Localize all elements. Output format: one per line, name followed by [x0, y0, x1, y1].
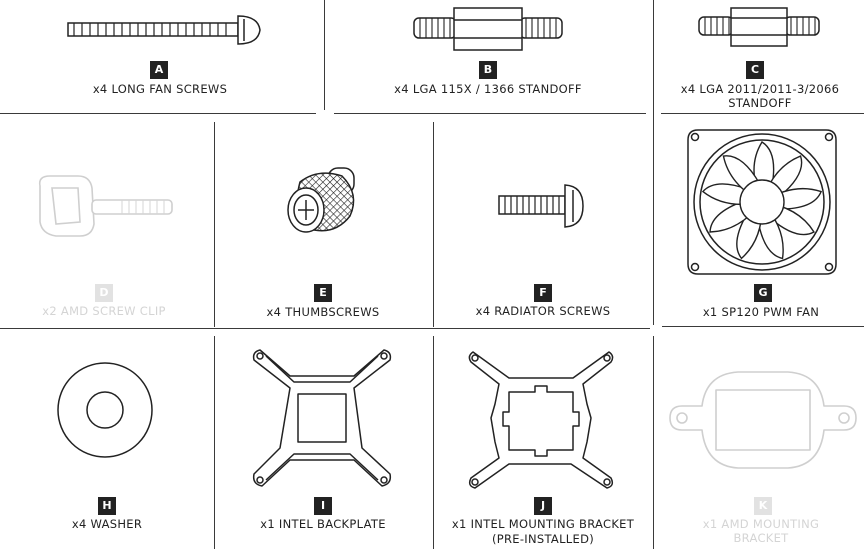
- divider-v4: [433, 122, 434, 327]
- item-letter-badge: D: [95, 284, 113, 302]
- item-letter-badge: A: [150, 61, 168, 79]
- item-letter-badge: F: [534, 284, 552, 302]
- thumbscrew-icon: [287, 167, 355, 233]
- item-letter-badge: I: [314, 497, 332, 515]
- item-caption: x4 RADIATOR SCREWS: [475, 304, 611, 318]
- standoff-icon: [413, 7, 563, 51]
- divider-h1c: [661, 113, 864, 114]
- item-letter-badge: C: [746, 61, 764, 79]
- divider-h2: [0, 328, 650, 329]
- backplate-icon: [252, 349, 392, 487]
- item-letter-badge: H: [98, 497, 116, 515]
- screw-clip-icon: [38, 175, 173, 237]
- item-caption: x4 WASHER: [71, 517, 143, 531]
- divider-v7: [653, 336, 654, 549]
- item-letter-badge: G: [754, 284, 772, 302]
- divider-v2: [653, 0, 654, 325]
- short-screw-icon: [498, 184, 584, 228]
- item-caption: x4 LONG FAN SCREWS: [92, 82, 228, 96]
- divider-h1b: [334, 113, 646, 114]
- long-screw-icon: [67, 15, 261, 45]
- washer-icon: [57, 362, 153, 458]
- item-caption: x2 AMD SCREW CLIP: [42, 304, 166, 318]
- item-caption: x1 INTEL BACKPLATE: [260, 517, 386, 531]
- divider-h1: [0, 113, 316, 114]
- standoff-icon: [698, 7, 820, 47]
- bracket-icon: [468, 351, 614, 489]
- divider-v3: [214, 122, 215, 327]
- item-caption: x1 INTEL MOUNTING BRACKET: [451, 517, 635, 531]
- item-caption-line2: STANDOFF: [728, 96, 792, 110]
- item-caption-line2: (PRE-INSTALLED): [491, 532, 595, 546]
- divider-v5: [214, 336, 215, 549]
- item-caption-line2: BRACKET: [733, 531, 789, 545]
- item-caption: x4 THUMBSCREWS: [266, 305, 380, 319]
- fan-icon: [687, 129, 837, 275]
- item-caption: x1 AMD MOUNTING: [702, 517, 820, 531]
- divider-v6: [433, 336, 434, 549]
- item-letter-badge: B: [479, 61, 497, 79]
- item-letter-badge: J: [534, 497, 552, 515]
- amd-bracket-icon: [669, 371, 857, 469]
- divider-v1: [324, 0, 325, 110]
- item-caption: x4 LGA 2011/2011-3/2066: [680, 82, 840, 96]
- item-caption: x4 LGA 115X / 1366 STANDOFF: [394, 82, 582, 96]
- item-letter-badge: E: [314, 284, 332, 302]
- divider-h2b: [662, 326, 864, 327]
- item-letter-badge: K: [754, 497, 772, 515]
- item-caption: x1 SP120 PWM FAN: [702, 305, 820, 319]
